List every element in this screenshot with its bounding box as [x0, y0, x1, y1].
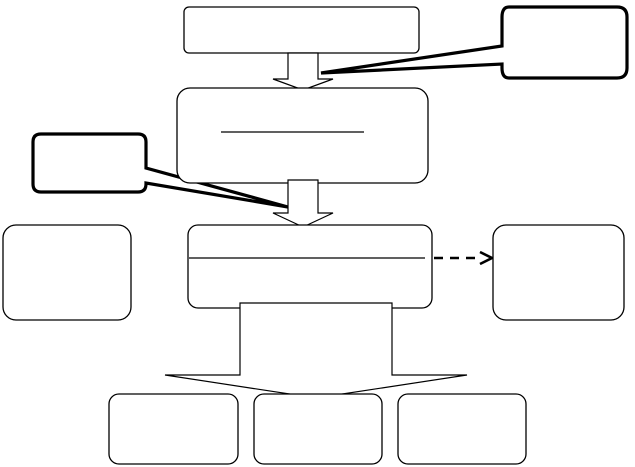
- node-left: [2, 224, 132, 321]
- dashed-arrow-center-to-right: [434, 250, 495, 266]
- block-arrow-top-to-middle: [272, 52, 334, 91]
- callout-top-right: [320, 5, 629, 80]
- node-right: [492, 224, 625, 321]
- node-middle: [176, 87, 429, 184]
- block-arrow-middle-to-center: [272, 179, 334, 228]
- callout-left: [31, 132, 289, 209]
- node-center: [187, 224, 433, 309]
- node-top: [183, 6, 420, 54]
- node-bottom-right: [397, 393, 527, 465]
- block-arrow-center-to-bottom: [164, 302, 468, 399]
- node-bottom-center: [253, 393, 383, 465]
- node-bottom-left: [108, 393, 239, 465]
